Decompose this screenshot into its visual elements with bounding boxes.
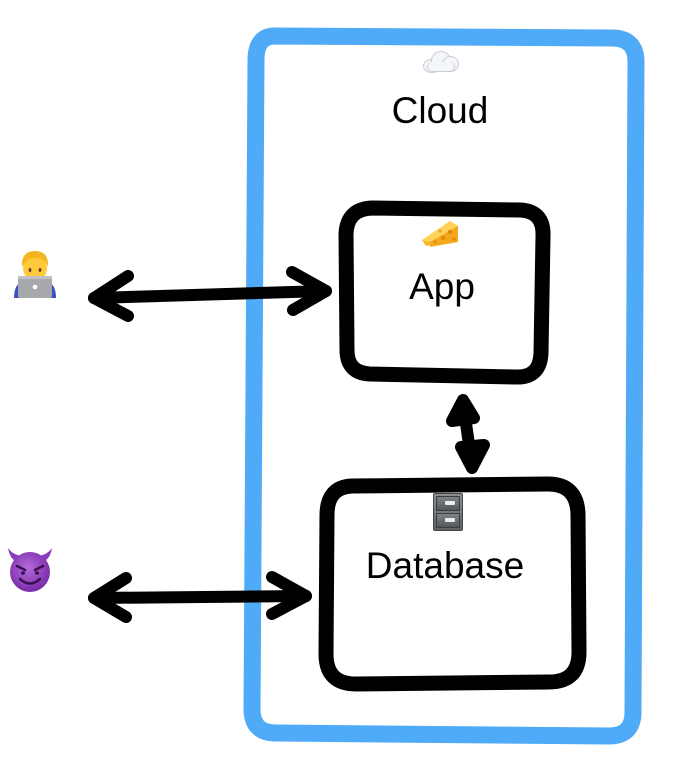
arrow-user-app-shaft — [88, 285, 332, 304]
file-cabinet-icon — [433, 493, 463, 531]
arrow-app-database-head-down — [455, 439, 490, 474]
cloud-boundary — [243, 27, 645, 745]
arrow-app-database-head-up — [446, 394, 480, 427]
app-label: App — [409, 266, 475, 307]
database-label: Database — [365, 545, 525, 586]
arrow-user-app-head-left — [88, 270, 134, 322]
cloud-icon — [421, 50, 459, 73]
smiling-devil-icon — [8, 548, 52, 592]
cloud-label: Cloud — [391, 90, 489, 131]
arrow-attacker-database — [88, 571, 312, 623]
arrow-user-app-head-right — [286, 266, 332, 316]
person-technologist-icon — [14, 251, 56, 298]
database-box[interactable] — [318, 476, 587, 692]
arrow-attacker-database-head-left — [88, 572, 132, 623]
arrow-user-app — [88, 266, 332, 322]
cheese-icon — [422, 221, 458, 247]
arrow-app-database — [446, 394, 490, 474]
arrow-attacker-database-shaft — [88, 590, 312, 604]
arrow-attacker-database-head-right — [266, 571, 312, 620]
app-box[interactable] — [338, 200, 551, 385]
